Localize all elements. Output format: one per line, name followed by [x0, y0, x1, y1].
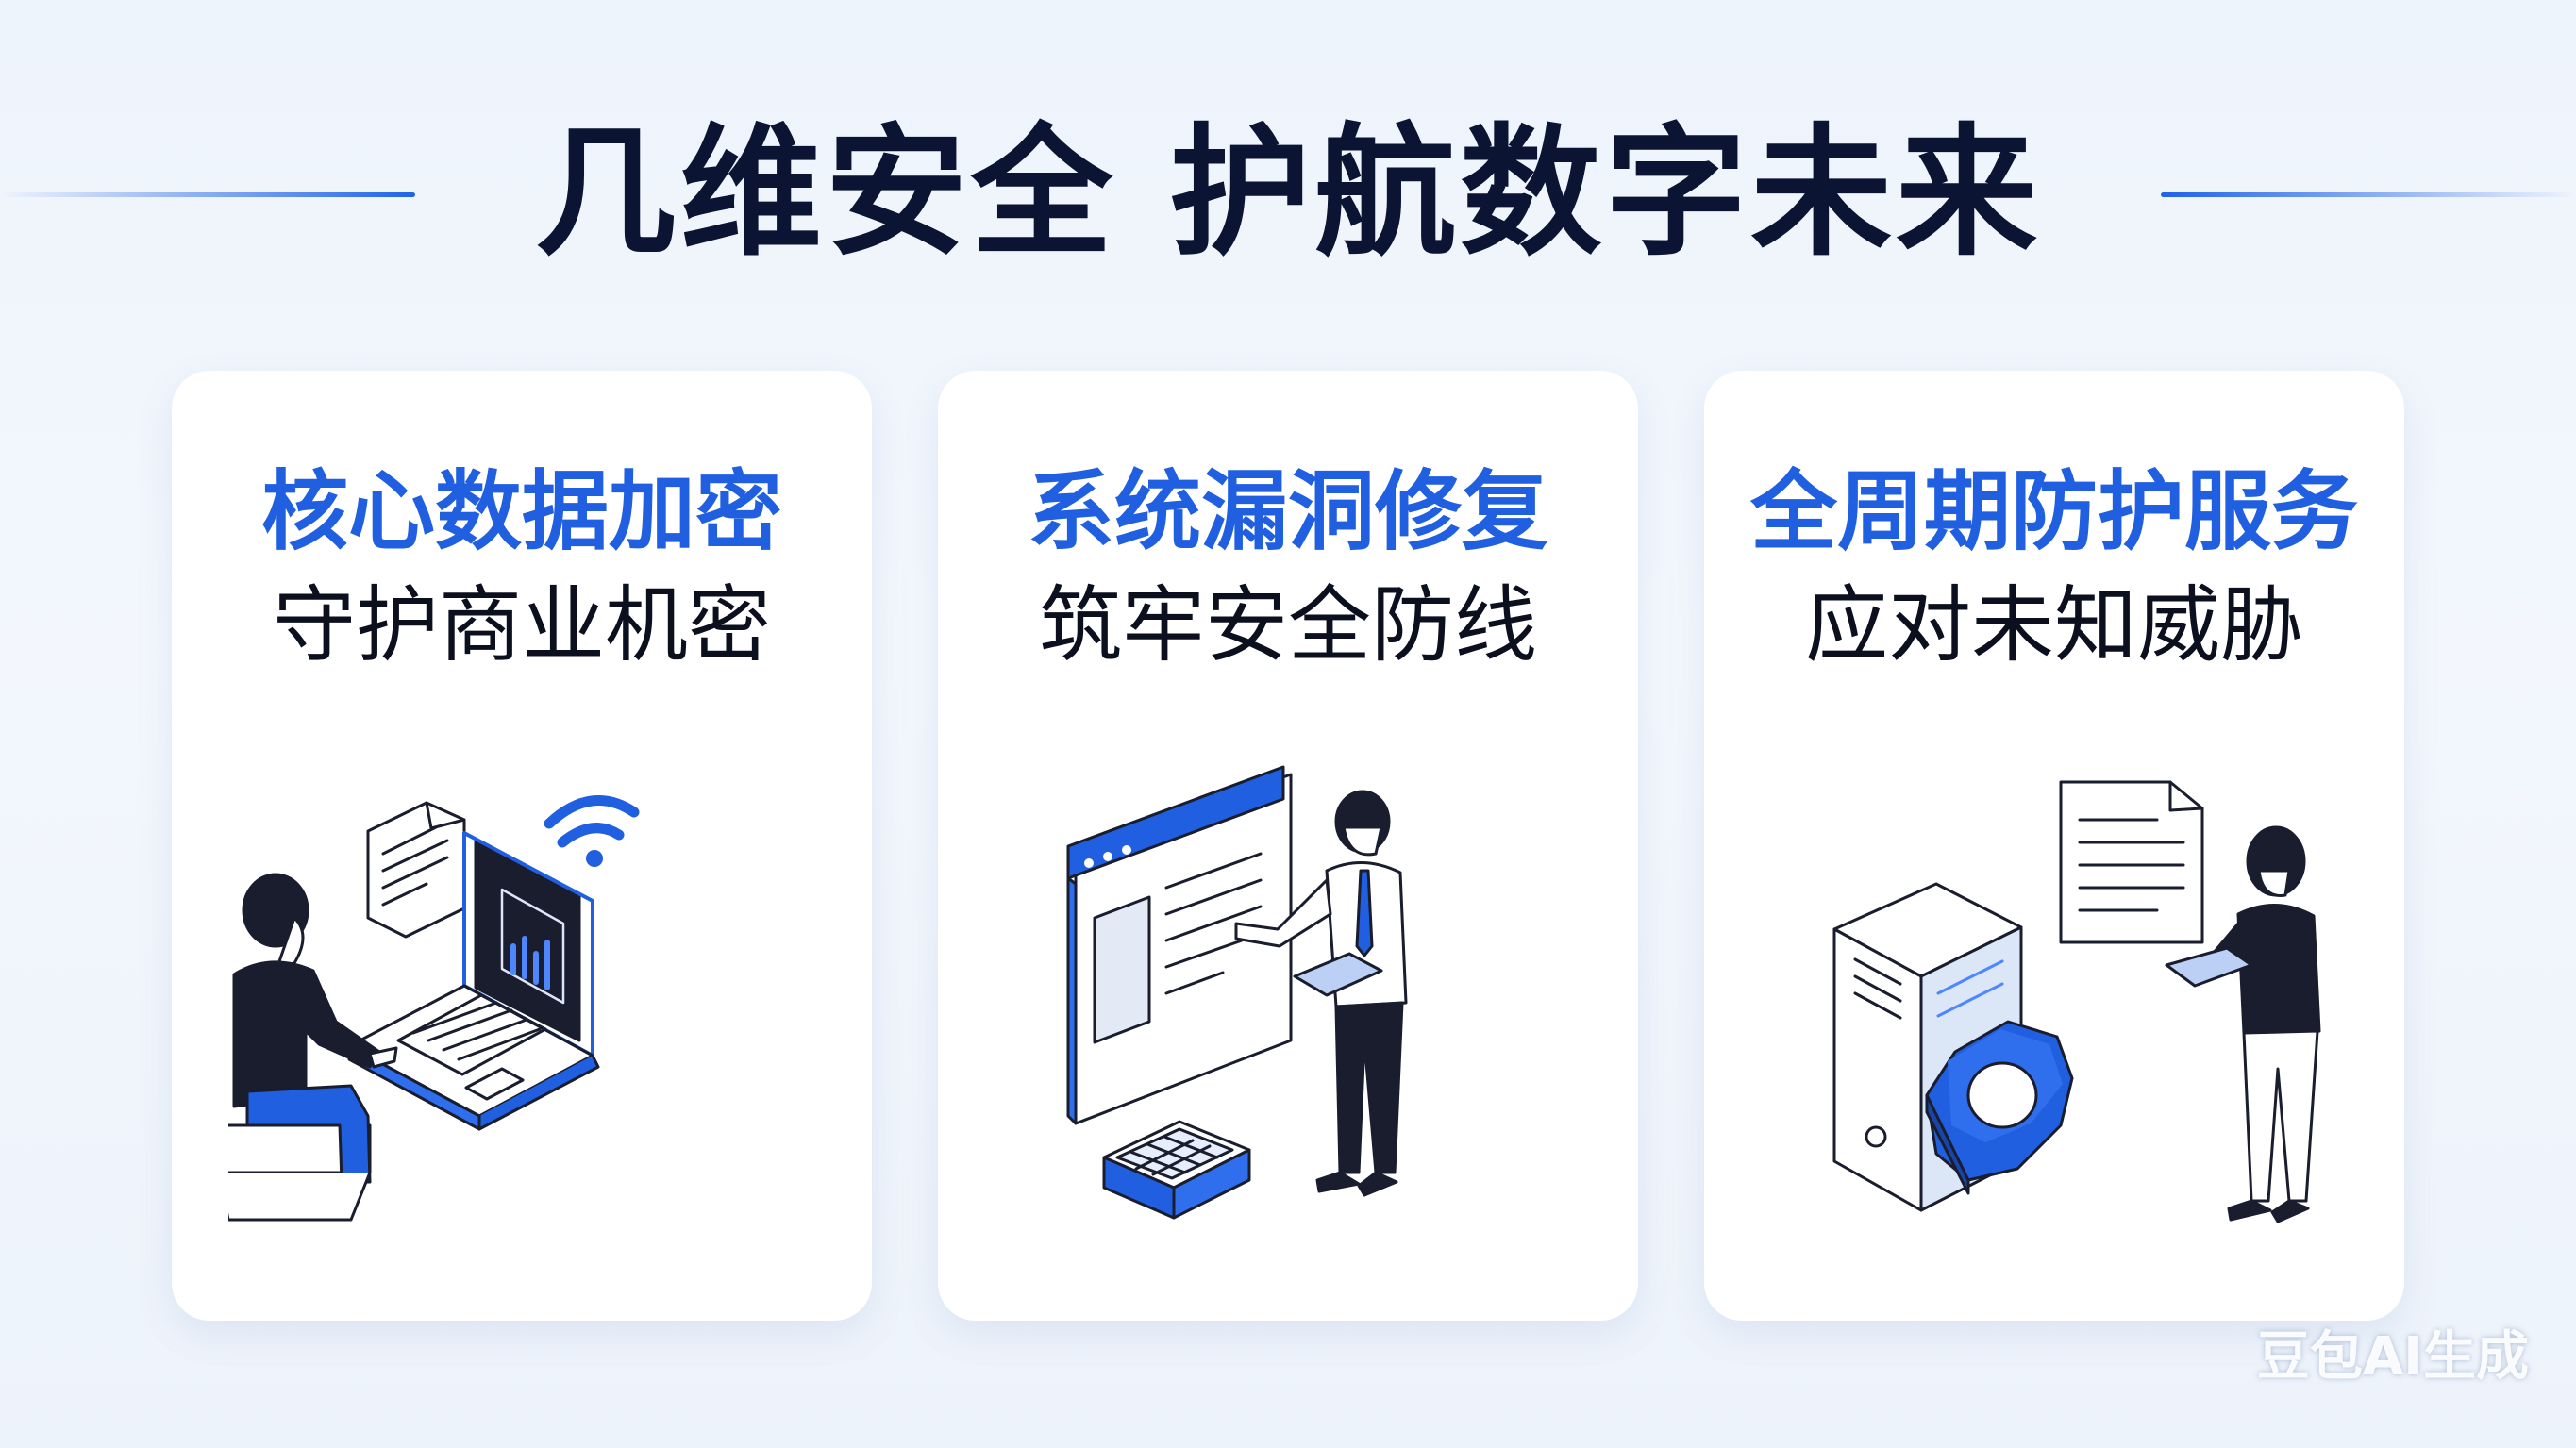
card-subheading: 守护商业机密	[272, 576, 771, 674]
title-divider-right	[2161, 192, 2576, 197]
server-shield-illustration	[1832, 780, 2321, 1223]
card-heading: 系统漏洞修复	[1027, 461, 1548, 562]
feature-card-data-encryption: 核心数据加密 守护商业机密	[172, 371, 872, 1321]
title-divider-left	[0, 192, 415, 197]
feature-card-full-cycle-protection: 全周期防护服务 应对未知威胁	[1704, 371, 2404, 1321]
title-row: 几维安全 护航数字未来	[0, 99, 2576, 288]
feature-card-vulnerability-repair: 系统漏洞修复 筑牢安全防线	[938, 371, 1638, 1321]
card-subheading: 筑牢安全防线	[1038, 576, 1537, 674]
card-subheading: 应对未知威胁	[1804, 576, 2303, 674]
card-heading: 核心数据加密	[260, 461, 782, 562]
page-title: 几维安全 护航数字未来	[534, 111, 2042, 275]
card-heading: 全周期防护服务	[1749, 461, 2358, 562]
watermark: 豆包AI生成	[2256, 1326, 2529, 1388]
browser-presentation-illustration	[1066, 765, 1408, 1220]
laptop-encryption-illustration	[228, 795, 640, 1222]
